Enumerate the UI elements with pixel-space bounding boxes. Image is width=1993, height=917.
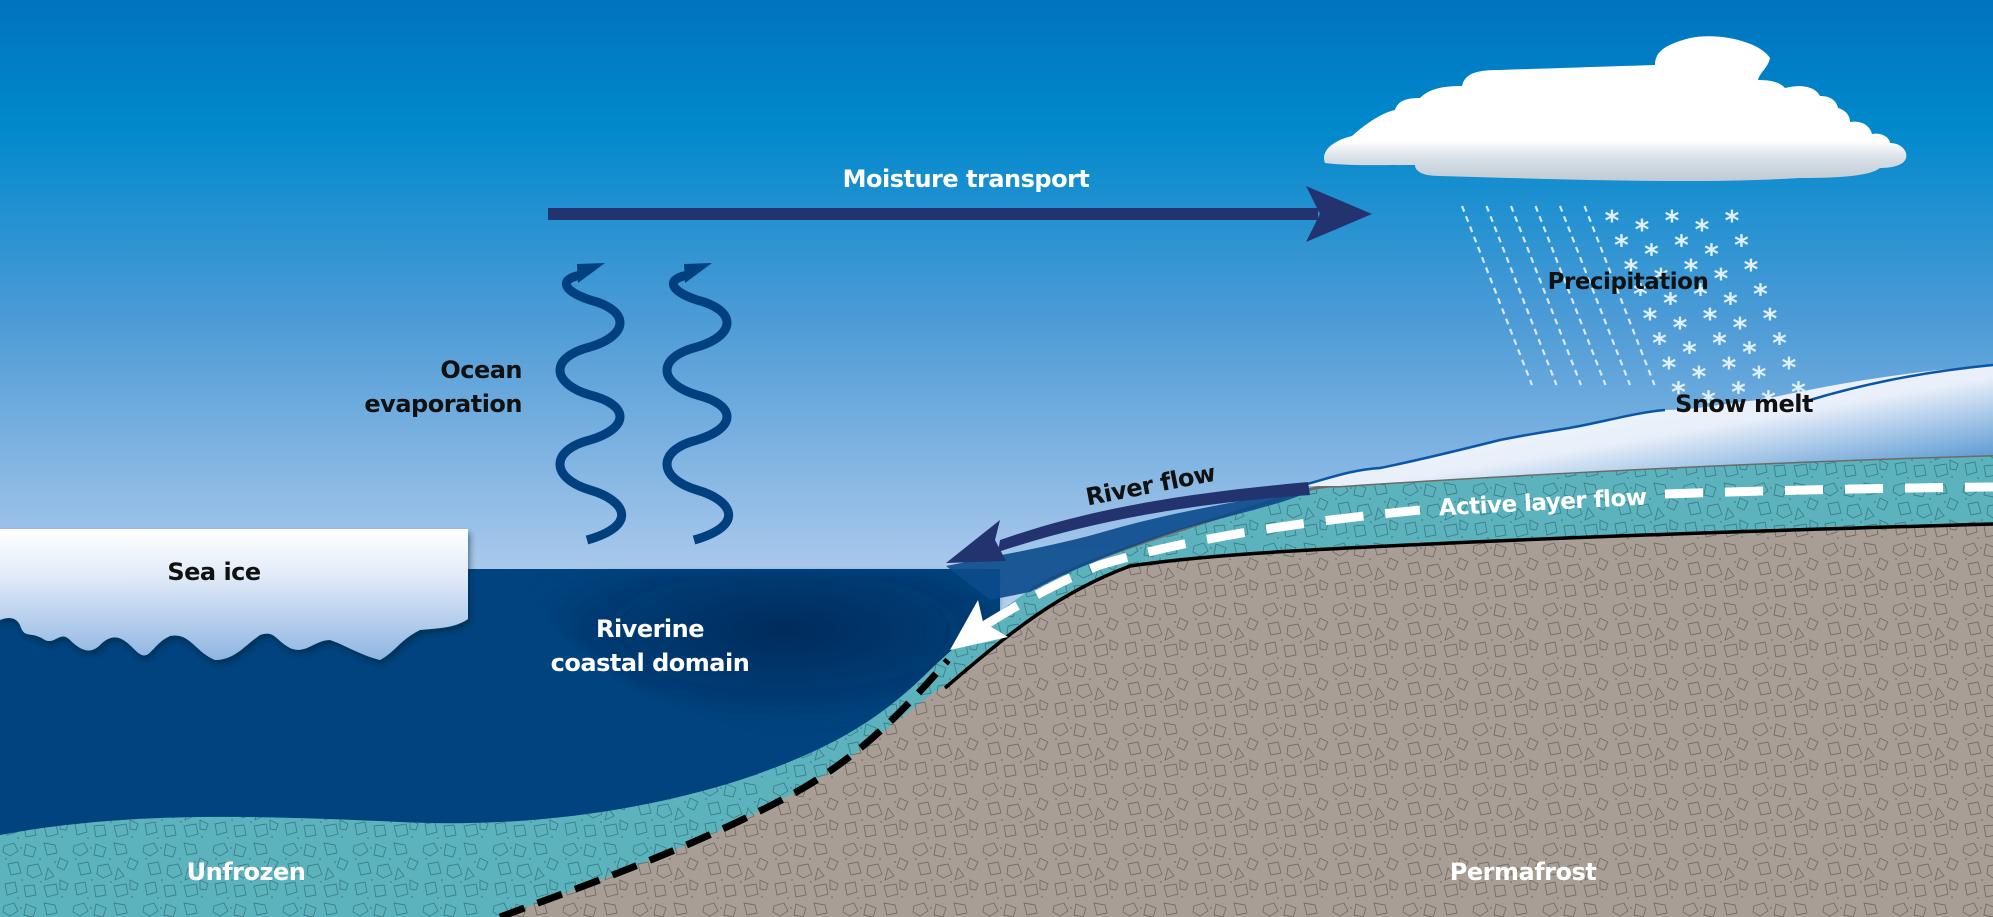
evaporation-arrowhead-1 <box>577 263 605 283</box>
sea-ice-label: Sea ice <box>167 558 261 586</box>
snowflake: * <box>1662 351 1677 384</box>
snowflake: * <box>1742 336 1757 369</box>
snowflake: * <box>1753 278 1768 311</box>
snowflake: * <box>1723 287 1738 320</box>
permafrost-table-line <box>943 522 1993 690</box>
moisture-transport-label: Moisture transport <box>843 165 1090 193</box>
snowflake: * <box>1734 229 1749 262</box>
unfrozen-label: Unfrozen <box>187 858 306 886</box>
permafrost-boundary <box>498 657 951 917</box>
riverine-plume <box>520 572 1000 740</box>
snowflake: * <box>1682 336 1697 369</box>
snowflakes: **************************************** <box>1605 204 1807 418</box>
snowflake: * <box>1695 213 1710 246</box>
river-flow-arrow <box>946 482 1310 563</box>
snowflake: * <box>1605 204 1620 237</box>
snowflake: * <box>1665 204 1680 237</box>
snowflake: * <box>1782 351 1797 384</box>
active-layer-flow-line <box>982 482 1993 629</box>
permafrost-label: Permafrost <box>1450 858 1596 886</box>
snowflake: * <box>1652 327 1667 360</box>
moisture-transport-arrow <box>548 186 1372 242</box>
riverine-label-line1: Riverine <box>596 615 704 643</box>
riverine-label-line2: coastal domain <box>551 649 750 677</box>
permafrost-ground <box>500 524 1993 917</box>
snow-cover <box>1300 365 1993 486</box>
snowflake: * <box>1714 262 1729 295</box>
snowflake: * <box>1752 360 1767 393</box>
snowflake: * <box>1663 287 1678 320</box>
snowflake: * <box>1692 360 1707 393</box>
snowflake: * <box>1614 229 1629 262</box>
snow-surface-line <box>1299 363 1993 488</box>
snowflake: * <box>1654 262 1669 295</box>
snowflake: * <box>1731 376 1746 409</box>
snowflake: * <box>1712 327 1727 360</box>
evaporation-arrow-2 <box>662 270 734 545</box>
snow-melt-label: Snow melt <box>1675 390 1813 418</box>
precipitation-label: Precipitation <box>1548 269 1709 295</box>
snowflake: * <box>1684 253 1699 286</box>
snowflake: * <box>1633 278 1648 311</box>
snowflake: * <box>1674 229 1689 262</box>
snowflake: * <box>1733 311 1748 344</box>
snowflake: * <box>1693 278 1708 311</box>
snowflake: * <box>1701 385 1716 418</box>
snowflake: * <box>1772 327 1787 360</box>
cloud <box>1324 36 1907 182</box>
snowflake: * <box>1671 376 1686 409</box>
evaporation-arrow-1 <box>555 270 627 545</box>
snowflake: * <box>1791 376 1806 409</box>
snowflake: * <box>1624 253 1639 286</box>
snowflake: * <box>1703 302 1718 335</box>
snowflake: * <box>1635 213 1650 246</box>
snowflake: * <box>1722 351 1737 384</box>
snowflake: * <box>1704 238 1719 271</box>
snowflake: * <box>1761 385 1776 418</box>
snowflake: * <box>1744 253 1759 286</box>
evaporation-arrowhead-2 <box>684 263 712 283</box>
snowflake: * <box>1644 238 1659 271</box>
active-layer-flow-arrowhead <box>950 600 1008 650</box>
ocean-evaporation-label-line1: Ocean <box>440 356 522 384</box>
river-water <box>946 490 1306 600</box>
evaporation-arrows <box>555 270 734 545</box>
snowflake: * <box>1673 311 1688 344</box>
snowflake: * <box>1643 302 1658 335</box>
sea-ice <box>0 529 468 660</box>
snowflake: * <box>1763 302 1778 335</box>
snowflake: * <box>1725 204 1740 237</box>
ocean-evaporation-label-line2: evaporation <box>364 390 522 418</box>
